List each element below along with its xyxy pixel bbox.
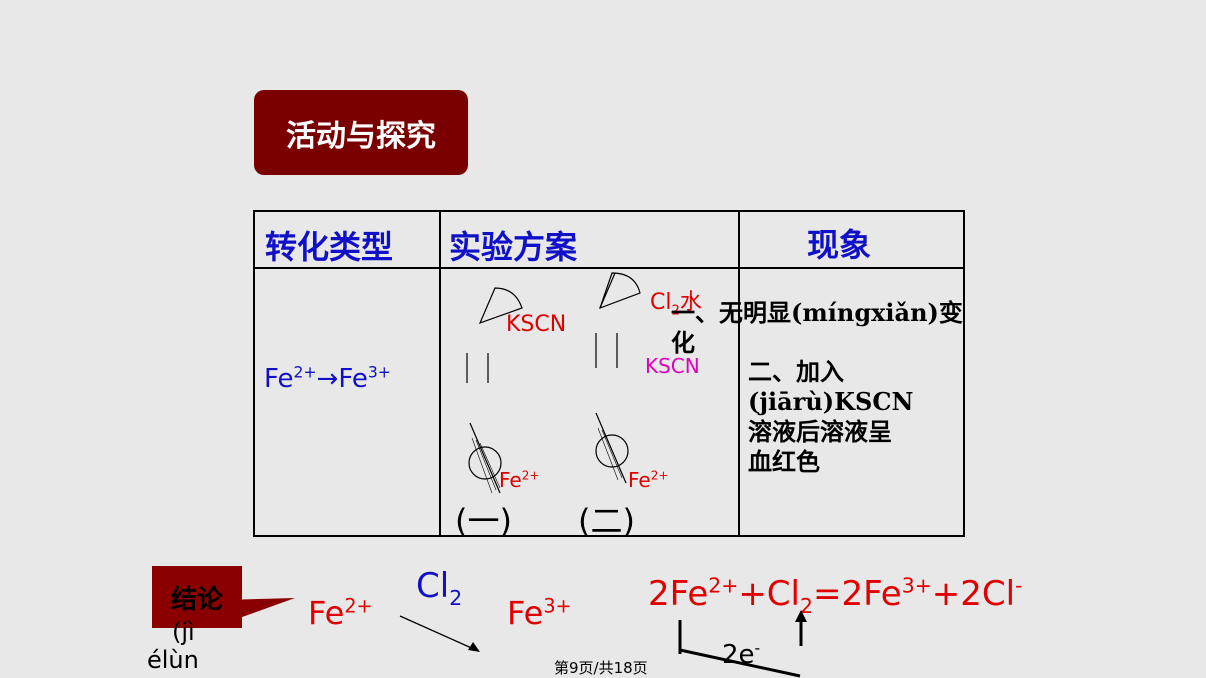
activity-badge: 活动与探究 [254,90,468,175]
activity-title: 活动与探究 [286,118,436,154]
conclusion-badge: 结论 [152,566,242,628]
experiment-label-2: (二) [578,502,635,540]
page-indicator: 第9页/共18页 [554,659,648,677]
header-divider [255,267,963,269]
conversion-formula: Fe2+→Fe3+ [264,363,391,394]
dropper-2-body [599,272,641,310]
header-experiment-plan: 实验方案 [449,228,578,266]
observation-2: 二、加入 (jiārù)KSCN 溶液后溶液呈 血红色 [748,357,914,476]
experiment-label-1: (一) [455,502,512,540]
experiment-table: 转化类型 实验方案 现象 Fe2+→Fe3+ KSCN Cl2水 KSCN Fe… [253,210,965,540]
reagent-kscn-2: KSCN [645,354,700,378]
reagent-kscn-1: KSCN [506,312,567,337]
ion-label-1: Fe2+ [499,468,540,492]
reagent-chlorine-water: Cl2水 [650,290,702,319]
experiment-diagram [466,272,641,494]
column-divider [738,212,740,535]
column-divider [439,212,441,535]
ion-label-2: Fe2+ [628,468,669,492]
electron-transfer-diagram [678,610,807,678]
reaction-equation: 2Fe2++Cl2=2Fe3++2Cl- [648,573,1023,618]
observation-1: 一、无明显(míngxiǎn)变化 [671,298,963,357]
flask-2-icon [595,434,629,468]
reaction-arrow [399,615,480,652]
flask-1-icon [468,446,502,480]
electron-label: 2e- [722,639,761,670]
header-conversion-type: 转化类型 [265,228,394,266]
test-tube-wall [469,422,501,494]
dropper-1-icon [478,287,523,325]
test-tube-wall [595,412,627,484]
conclusion-label: 结论 [170,584,223,615]
conclusion-pinyin: (jì élùn [147,618,199,674]
header-phenomenon: 现象 [807,226,872,264]
conclusion-oxidant: Cl2 [416,566,463,610]
conclusion-reactant: Fe2+ [308,594,373,632]
conclusion-product: Fe3+ [507,594,572,632]
